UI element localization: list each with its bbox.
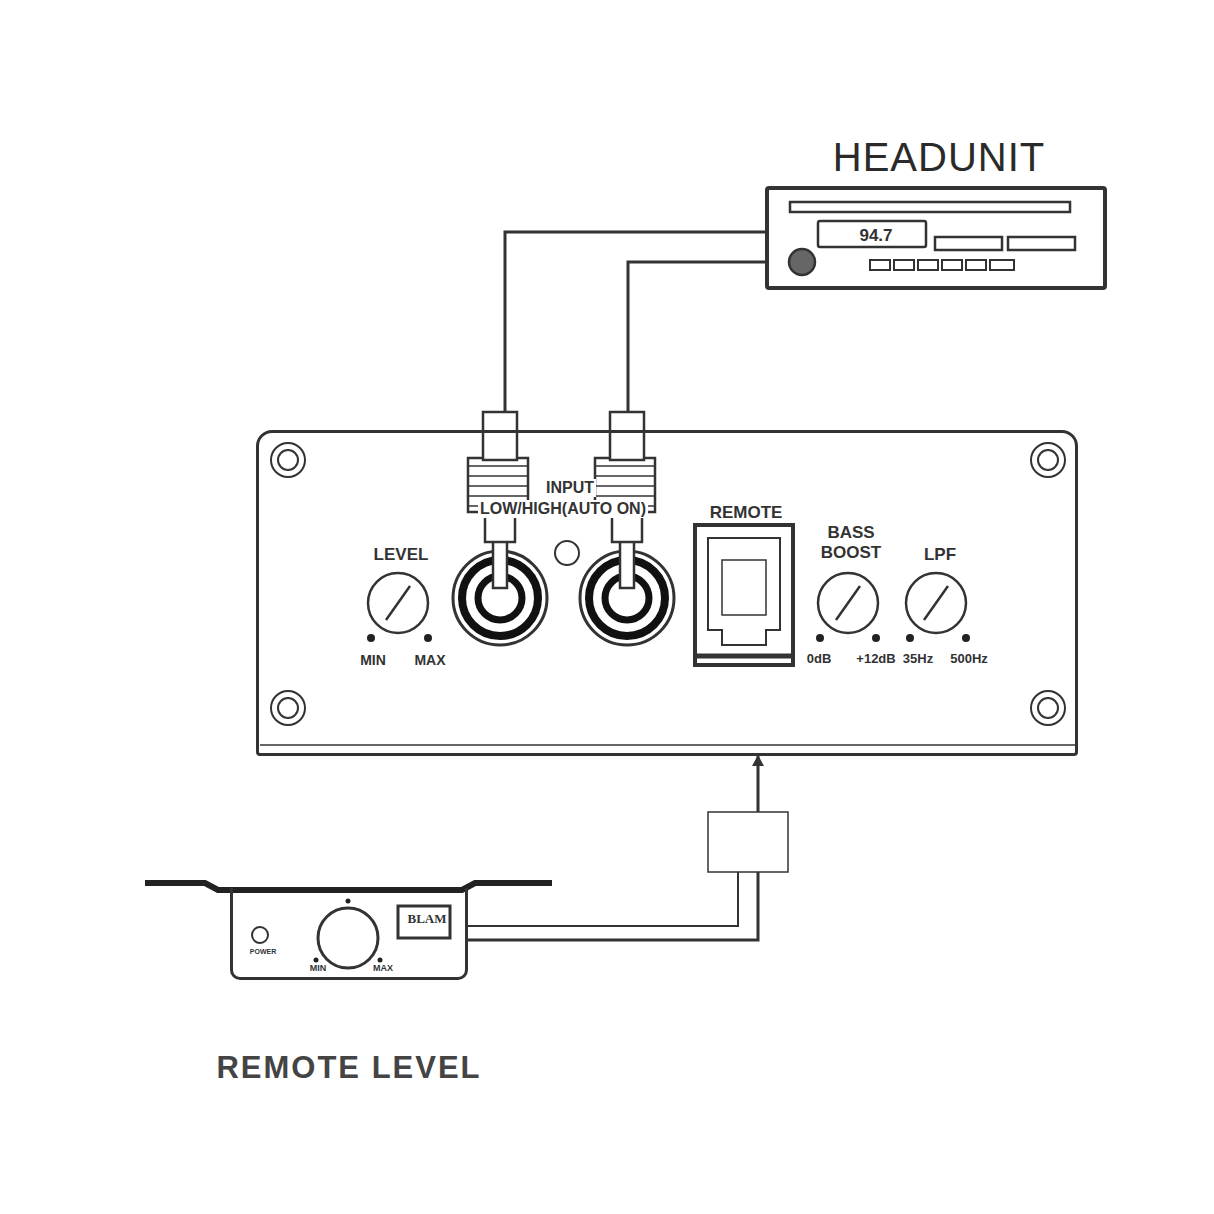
control-label: BASS BOOST <box>806 523 896 562</box>
input-label: LOW/HIGH(AUTO ON) <box>478 500 648 518</box>
button <box>935 237 1002 250</box>
input-label: INPUT <box>544 479 596 497</box>
remote-knob <box>318 908 378 968</box>
scale-label: 500Hz <box>950 652 988 667</box>
plug-ridge <box>468 465 528 467</box>
cable-adapter <box>708 812 788 872</box>
wire <box>505 232 765 430</box>
rj-jack <box>695 525 793 665</box>
mount-flange <box>145 883 552 890</box>
brand-logo: BLAM <box>408 912 447 927</box>
screw <box>271 443 1065 725</box>
scale-dot <box>367 634 970 642</box>
volume-knob <box>789 249 815 275</box>
remote-cable <box>468 872 738 926</box>
scale-label: +12dB <box>856 652 895 667</box>
plug-ridge <box>468 495 528 497</box>
plug-ridge <box>595 485 655 487</box>
device-caption: REMOTE LEVEL <box>216 1050 481 1086</box>
plug-ridge <box>595 465 655 467</box>
led-label: POWER <box>250 948 276 956</box>
headunit: HEADUNIT94.7 <box>765 186 1107 290</box>
panel-edge <box>260 744 1075 746</box>
scale-label: MAX <box>414 652 445 668</box>
cd-slot <box>790 202 1070 212</box>
rca-jack <box>453 551 674 645</box>
control-label: LEVEL <box>374 545 429 565</box>
port-label: REMOTE <box>710 503 783 523</box>
plug-ridge <box>468 475 528 477</box>
wire <box>628 262 765 430</box>
remote-level-control: POWERMINMAXBLAMREMOTE LEVEL <box>230 888 468 980</box>
scale-label: MIN <box>360 652 386 668</box>
plug-ridge <box>595 475 655 477</box>
display-readout: 94.7 <box>859 226 892 246</box>
power-led <box>252 927 268 943</box>
scale-label: 35Hz <box>903 652 933 667</box>
scale-label: 0dB <box>807 652 832 667</box>
button-row <box>870 260 1014 270</box>
control-label: LPF <box>924 545 956 565</box>
device-title: HEADUNIT <box>833 134 1045 180</box>
plug-ridge <box>595 495 655 497</box>
led <box>555 541 579 565</box>
plug-ridge <box>468 485 528 487</box>
scale-dot <box>314 899 383 963</box>
button <box>1008 237 1075 250</box>
display <box>818 221 926 247</box>
scale-label: MAX <box>373 963 393 973</box>
scale-label: MIN <box>310 963 327 973</box>
logo-box <box>398 906 450 938</box>
rca-plug <box>468 412 655 588</box>
amplifier-panel: LEVEL MIN MAX INPUT LOW/HIGH(AUTO ON) REMOTE B… <box>256 430 1078 756</box>
